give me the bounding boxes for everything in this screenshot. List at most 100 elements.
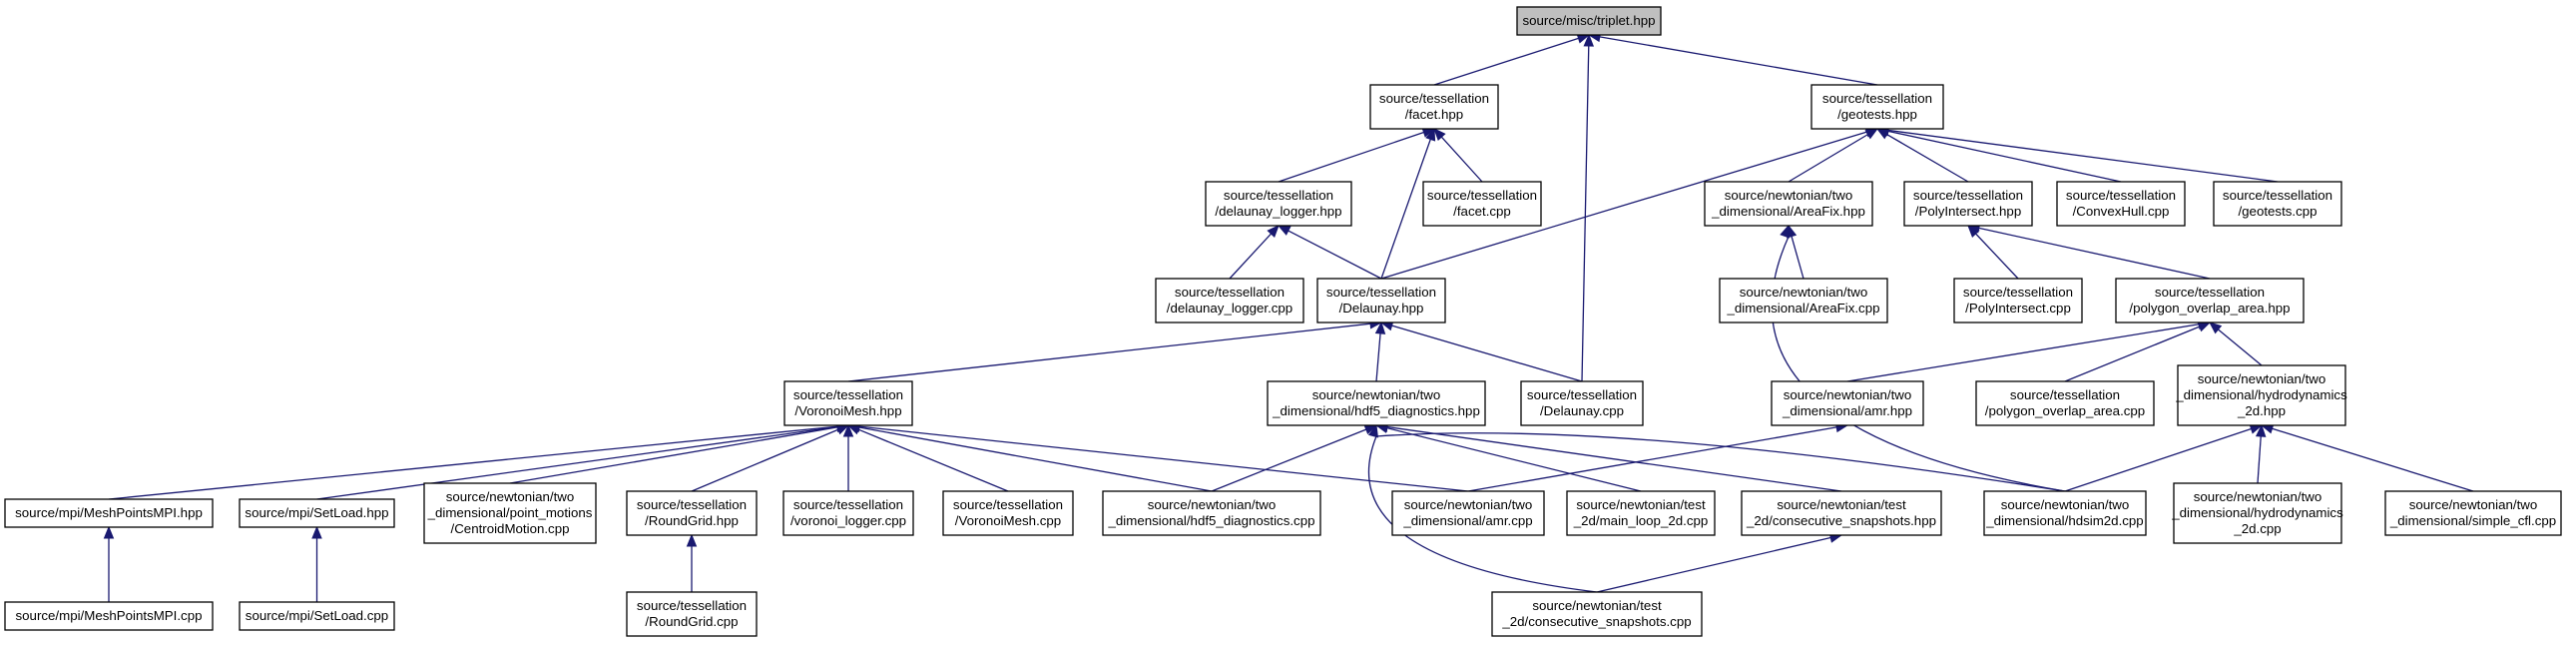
node-label-line: source/newtonian/two (1784, 387, 1912, 402)
file-node-hydro-cpp[interactable]: source/newtonian/two_dimensional/hydrody… (2171, 482, 2343, 544)
edge-geotests-hpp-to-triplet (1599, 36, 1878, 86)
edge-amr-cpp-to-amr-hpp (1467, 426, 1837, 492)
file-node-simplecfl-cpp[interactable]: source/newtonian/two_dimensional/simple_… (2384, 490, 2562, 536)
file-node-meshmpi-hpp[interactable]: source/mpi/MeshPointsMPI.hpp (4, 498, 214, 528)
file-node-facet-cpp[interactable]: source/tessellation/facet.cpp (1422, 181, 1542, 227)
node-label-line: source/newtonian/two (2001, 497, 2130, 512)
node-box (1520, 380, 1644, 426)
file-node-mainloop-cpp[interactable]: source/newtonian/test_2d/main_loop_2d.cp… (1566, 490, 1716, 536)
file-node-polyint-hpp[interactable]: source/tessellation/PolyIntersect.hpp (1903, 181, 2033, 227)
file-node-delaunay-cpp[interactable]: source/tessellation/Delaunay.cpp (1520, 380, 1644, 426)
node-box (2177, 364, 2346, 426)
node-box (2056, 181, 2186, 227)
node-label-line: source/newtonian/two (1312, 387, 1441, 402)
file-node-centroid-cpp[interactable]: source/newtonian/two_dimensional/point_m… (423, 482, 597, 544)
edge-poa-hpp-to-polyint-hpp (1978, 227, 2211, 280)
node-box (1566, 490, 1716, 536)
node-label-line: /geotests.cpp (2238, 204, 2317, 219)
edge-facet-cpp-to-facet-hpp (1440, 136, 1483, 183)
node-label-line: source/misc/triplet.hpp (1522, 13, 1655, 28)
node-label-line: _dimensional/hydrodynamics (2171, 505, 2343, 520)
node-box (1102, 490, 1321, 536)
edge-voronoi-hpp-to-delaunay-hpp (847, 323, 1371, 382)
node-label-line: _2d/main_loop_2d.cpp (1573, 513, 1709, 528)
node-label-line: source/newtonian/two (1725, 188, 1853, 203)
edge-hdsim-cpp-to-hydro-hpp (2064, 427, 2252, 492)
file-node-voronoi-cpp[interactable]: source/tessellation/VoronoiMesh.cpp (942, 490, 1074, 536)
node-box (626, 490, 758, 536)
file-node-dlogger-cpp[interactable]: source/tessellation/delaunay_logger.cpp (1155, 278, 1304, 324)
edge-delaunay-hpp-to-geotests-hpp (1380, 131, 1867, 280)
file-node-hydro-hpp[interactable]: source/newtonian/two_dimensional/hydrody… (2175, 364, 2347, 426)
file-node-roundgrid-cpp[interactable]: source/tessellation/RoundGrid.cpp (626, 591, 758, 637)
node-label-line: source/newtonian/two (1404, 497, 1533, 512)
file-node-poa-hpp[interactable]: source/tessellation/polygon_overlap_area… (2115, 278, 2305, 324)
node-label-line: source/tessellation (1379, 91, 1489, 106)
edge-arrowhead (103, 525, 115, 539)
file-node-polyint-cpp[interactable]: source/tessellation/PolyIntersect.cpp (1953, 278, 2083, 324)
edge-delaunay-hpp-to-facet-hpp (1380, 139, 1431, 280)
node-layer: source/misc/triplet.hpp source/tessellati… (4, 6, 2562, 637)
edge-dlogger-cpp-to-dlogger-hpp (1229, 233, 1273, 280)
edge-polyint-hpp-to-geotests-hpp (1886, 133, 1969, 183)
root-node-triplet[interactable]: source/misc/triplet.hpp (1516, 6, 1662, 36)
node-box (626, 591, 758, 637)
node-label-line: /geotests.hpp (1837, 107, 1917, 122)
file-node-hdsim-cpp[interactable]: source/newtonian/two_dimensional/hdsim2d… (1983, 490, 2147, 536)
edge-convexhull-cpp-to-geotests-hpp (1887, 130, 2122, 183)
node-label-line: /polygon_overlap_area.hpp (2129, 301, 2290, 316)
edge-amr-cpp-to-voronoi-hpp (858, 425, 1469, 492)
node-box (1516, 6, 1662, 36)
node-label-line: _dimensional/hdf5_diagnostics.cpp (1108, 513, 1315, 528)
file-node-meshmpi-cpp[interactable]: source/mpi/MeshPointsMPI.cpp (4, 601, 214, 631)
node-box (239, 601, 395, 631)
file-node-dlogger-hpp[interactable]: source/tessellation/delaunay_logger.hpp (1205, 181, 1352, 227)
node-label-line: source/tessellation (1427, 188, 1537, 203)
node-label-line: _2d/consecutive_snapshots.cpp (1501, 614, 1691, 629)
node-box (942, 490, 1074, 536)
file-node-voronoi-hpp[interactable]: source/tessellation/VoronoiMesh.hpp (783, 380, 913, 426)
node-label-line: source/tessellation (637, 497, 747, 512)
file-node-setload-hpp[interactable]: source/mpi/SetLoad.hpp (239, 498, 395, 528)
node-box (1316, 278, 1446, 324)
file-node-vlogger-cpp[interactable]: source/tessellation/voronoi_logger.cpp (782, 490, 914, 536)
edge-delaunay-cpp-to-delaunay-hpp (1391, 324, 1583, 382)
node-label-line: /voronoi_logger.cpp (790, 513, 906, 528)
file-node-amr-hpp[interactable]: source/newtonian/two_dimensional/amr.hpp (1771, 380, 1924, 426)
node-label-line: source/newtonian/two (2198, 371, 2326, 386)
node-label-line: source/tessellation (2066, 188, 2176, 203)
file-node-amr-cpp[interactable]: source/newtonian/two_dimensional/amr.cpp (1391, 490, 1545, 536)
node-box (2384, 490, 2562, 536)
edge-arrowhead (1267, 225, 1280, 239)
file-node-areafix-cpp[interactable]: source/newtonian/two_dimensional/AreaFix… (1719, 278, 1888, 324)
node-label-line: _dimensional/AreaFix.hpp (1711, 204, 1865, 219)
file-node-hdf5-hpp[interactable]: source/newtonian/two_dimensional/hdf5_di… (1267, 380, 1486, 426)
edge-voronoi-cpp-to-voronoi-hpp (857, 428, 1009, 492)
node-label-line: _dimensional/AreaFix.cpp (1727, 301, 1880, 316)
file-node-consec-hpp[interactable]: source/newtonian/test_2d/consecutive_sna… (1741, 490, 1942, 536)
node-box (1267, 380, 1486, 426)
file-node-facet-hpp[interactable]: source/tessellation/facet.hpp (1369, 84, 1499, 130)
edge-arrowhead (842, 423, 854, 437)
node-label-line: /RoundGrid.hpp (645, 513, 739, 528)
file-node-geotests-cpp[interactable]: source/tessellation/geotests.cpp (2213, 181, 2342, 227)
file-node-convexhull-cpp[interactable]: source/tessellation/ConvexHull.cpp (2056, 181, 2186, 227)
file-node-delaunay-hpp[interactable]: source/tessellation/Delaunay.hpp (1316, 278, 1446, 324)
file-node-consec-cpp[interactable]: source/newtonian/test_2d/consecutive_sna… (1491, 591, 1703, 637)
node-box (1741, 490, 1942, 536)
node-box (782, 490, 914, 536)
file-node-roundgrid-hpp[interactable]: source/tessellation/RoundGrid.hpp (626, 490, 758, 536)
node-label-line: source/mpi/MeshPointsMPI.hpp (15, 505, 203, 520)
edge-areafix-hpp-to-geotests-hpp (1788, 134, 1868, 183)
file-node-setload-cpp[interactable]: source/mpi/SetLoad.cpp (239, 601, 395, 631)
node-box (1810, 84, 1944, 130)
file-node-hdf5-cpp[interactable]: source/newtonian/two_dimensional/hdf5_di… (1102, 490, 1321, 536)
file-node-poa-cpp[interactable]: source/tessellation/polygon_overlap_area… (1975, 380, 2155, 426)
node-label-line: source/tessellation (637, 598, 747, 613)
file-node-geotests-hpp[interactable]: source/tessellation/geotests.hpp (1810, 84, 1944, 130)
file-node-areafix-hpp[interactable]: source/newtonian/two_dimensional/AreaFix… (1704, 181, 1873, 227)
edge-hdsim-cpp-to-areafix-hpp (1771, 236, 2066, 492)
node-label-line: source/newtonian/two (1740, 285, 1868, 300)
node-label-line: /PolyIntersect.hpp (1915, 204, 2021, 219)
edge-hdf5-cpp-to-voronoi-hpp (858, 426, 1213, 492)
